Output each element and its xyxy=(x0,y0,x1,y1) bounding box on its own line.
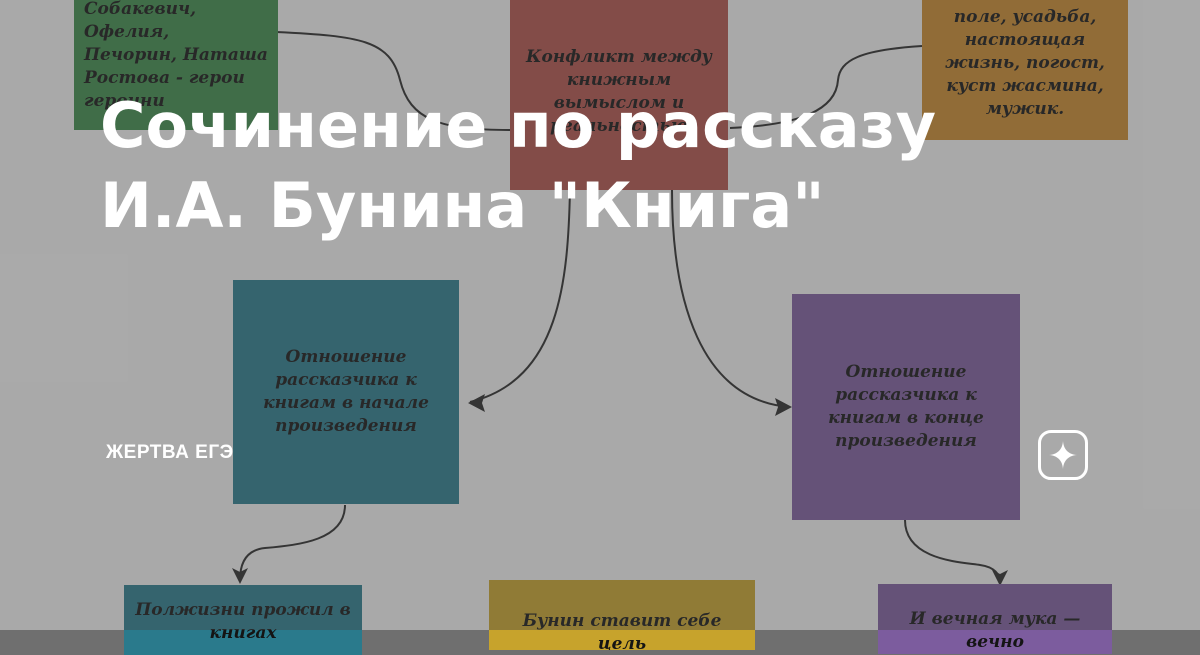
article-title[interactable]: Сочинение по рассказу И.А. Бунина "Книга… xyxy=(100,89,937,242)
image-overlay xyxy=(0,0,1200,630)
note-attitude-start: Отношение рассказчика к книгам в начале … xyxy=(233,280,459,504)
note-conflict-text: Конфликт между книжным вымыслом и реальн… xyxy=(526,47,712,136)
diagram-arrows xyxy=(239,31,1001,583)
arrowheads xyxy=(232,394,1008,586)
author-name[interactable]: ЖЕРТВА ЕГЭ xyxy=(106,442,234,463)
note-attitude-end-text: Отношение рассказчика к книгам в конце п… xyxy=(828,362,984,451)
note-reality: поле, усадьба, настоящая жизнь, погост, … xyxy=(922,0,1128,140)
note-attitude-end: Отношение рассказчика к книгам в конце п… xyxy=(792,294,1020,520)
note-characters-text: Собакевич, Офелия, Печорин, Наташа Росто… xyxy=(84,0,268,111)
zen-star-shape xyxy=(1049,441,1077,469)
note-attitude-start-text: Отношение рассказчика к книгам в начале … xyxy=(263,347,429,436)
note-characters: Собакевич, Офелия, Печорин, Наташа Росто… xyxy=(74,0,278,130)
zen-star-icon xyxy=(1038,430,1088,480)
note-conflict: Конфликт между книжным вымыслом и реальн… xyxy=(510,0,728,190)
note-reality-text: поле, усадьба, настоящая жизнь, погост, … xyxy=(945,6,1105,119)
